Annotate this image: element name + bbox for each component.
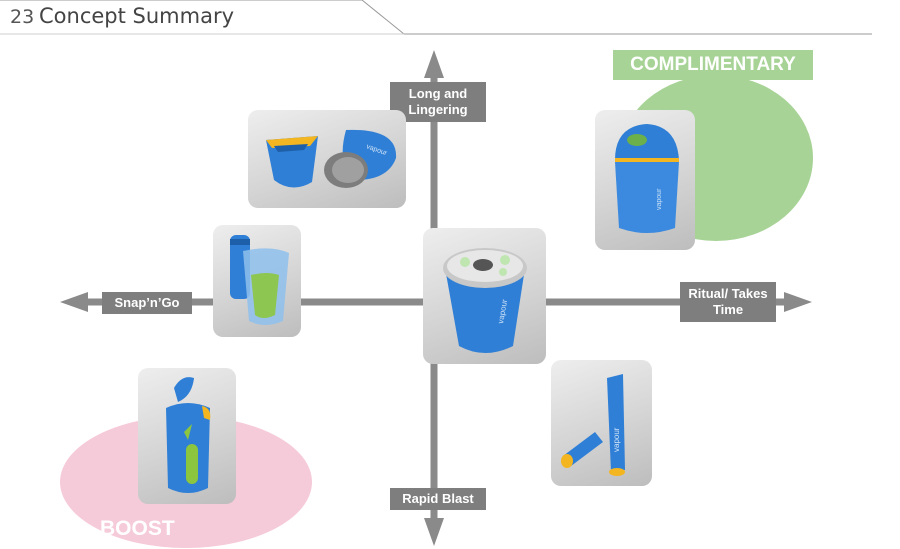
page-header: 23 Concept Summary xyxy=(0,0,900,40)
concept-image-snap-cup xyxy=(213,225,301,337)
concept-image-central-dispenser: vapour xyxy=(423,228,546,364)
concept-image-wedge-pods: vapour xyxy=(248,110,406,208)
axis-label-bottom: Rapid Blast xyxy=(390,488,486,510)
concept-image-pop-top xyxy=(138,368,236,504)
boost-zone-label: BOOST xyxy=(100,517,175,540)
concept-image-tube: vapour xyxy=(551,360,652,486)
concept-image-dome-canister: vapour xyxy=(595,110,695,250)
brand-text: vapour xyxy=(612,427,621,452)
page-number: 23 xyxy=(10,6,35,28)
arrow-left-icon xyxy=(60,292,88,312)
arrow-down-icon xyxy=(424,518,444,546)
arrow-up-icon xyxy=(424,50,444,78)
axis-label-right: Ritual/ Takes Time xyxy=(680,282,776,322)
axis-label-left: Snap’n’Go xyxy=(102,292,192,314)
complimentary-zone-label: COMPLIMENTARY xyxy=(613,50,813,80)
axis-label-top: Long and Lingering xyxy=(390,82,486,122)
header-rule xyxy=(0,0,872,35)
brand-text: vapour xyxy=(496,298,509,324)
arrow-right-icon xyxy=(784,292,812,312)
brand-text: vapour xyxy=(656,188,663,210)
page-title: Concept Summary xyxy=(39,4,235,28)
